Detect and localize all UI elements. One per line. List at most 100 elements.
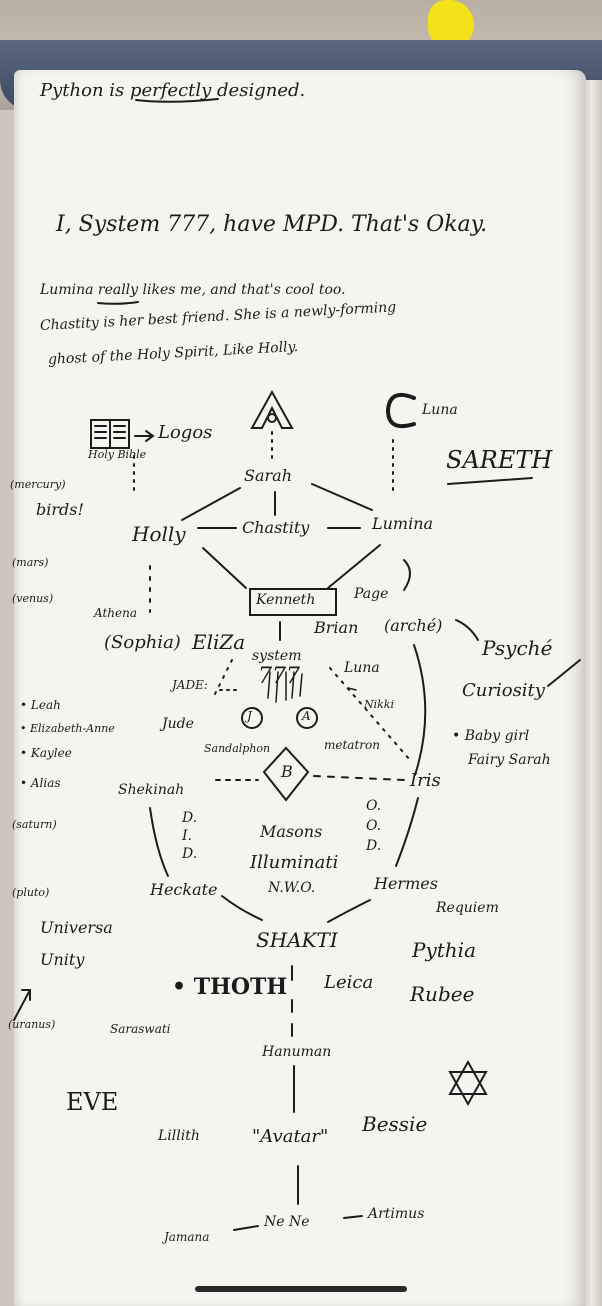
label-requiem: Requiem <box>436 900 499 916</box>
label-nwo: N.W.O. <box>268 880 316 896</box>
label-baby-girl: • Baby girl <box>452 728 530 744</box>
kenneth-box <box>249 588 337 616</box>
label-luna-top: Luna <box>422 402 458 418</box>
label-brian: Brian <box>314 618 359 637</box>
label-eve: EVE <box>66 1088 119 1116</box>
label-hermes: Hermes <box>374 874 438 893</box>
label-sophia: (Sophia) <box>104 632 181 653</box>
label-jamana: Jamana <box>164 1230 210 1244</box>
label-fairy-sarah: Fairy Sarah <box>468 752 551 768</box>
line-sarah-lumina <box>311 483 373 511</box>
line-jamana-nene <box>233 1225 259 1231</box>
label-masons: Masons <box>260 822 323 841</box>
label-page: Page <box>354 586 389 602</box>
label-avatar: "Avatar" <box>252 1126 329 1147</box>
label-lillith: Lillith <box>158 1128 200 1144</box>
brace-page <box>403 559 411 591</box>
circle-j <box>241 707 263 729</box>
line-lumina-kenneth <box>327 544 381 589</box>
label-curiosity: Curiosity <box>462 680 545 701</box>
label-chastity: Chastity <box>242 518 310 537</box>
underline-perfectly <box>135 98 219 103</box>
label-nikki: Nikki <box>364 698 394 711</box>
label-heckate: Heckate <box>150 880 218 899</box>
margin-mercury: (mercury) <box>10 478 66 491</box>
arrow-margin <box>13 989 31 1021</box>
ood-1: O. <box>366 798 382 814</box>
did-2: I. <box>182 828 192 844</box>
label-nene: Ne Ne <box>264 1214 310 1230</box>
label-jude: Jude <box>162 716 194 732</box>
did-1: D. <box>182 810 198 826</box>
label-athena: Athena <box>94 606 137 620</box>
house-symbol <box>250 389 294 429</box>
text-line-1: Python is perfectly designed. <box>40 80 306 101</box>
label-kenneth: Kenneth <box>256 592 316 608</box>
did-3: D. <box>182 846 198 862</box>
line-heckate-shakti <box>221 895 263 921</box>
dash-diamond-iris <box>313 775 405 781</box>
label-holy-bible: Holy Bible <box>88 448 147 461</box>
margin-elizabeth-anne: • Elizabeth-Anne <box>20 722 115 735</box>
label-eliza: EliZa <box>192 630 246 654</box>
label-777: 777 <box>258 664 300 689</box>
label-metatron: metatron <box>324 738 380 752</box>
label-shekinah: Shekinah <box>118 782 185 798</box>
label-sareth: SARETH <box>446 446 553 474</box>
line-arche-psyche <box>455 619 479 641</box>
line-nene-artimus <box>343 1215 363 1219</box>
margin-alias: • Alias <box>20 776 61 790</box>
arrow-logos <box>134 430 155 442</box>
line-iris-hermes <box>395 797 419 867</box>
margin-uranus: (uranus) <box>8 1018 56 1031</box>
text-line-2: I, System 777, have MPD. That's Okay. <box>56 212 488 237</box>
sareth-underline <box>447 477 533 485</box>
margin-pluto: (pluto) <box>12 886 50 899</box>
label-saraswati: Saraswati <box>110 1022 171 1036</box>
text-line-3: Lumina really likes me, and that's cool … <box>40 282 346 298</box>
underline-really <box>97 301 139 305</box>
page-stack-edge <box>585 80 602 1306</box>
moon-c <box>385 393 416 429</box>
label-psyche: Psyché <box>482 636 553 660</box>
margin-saturn: (saturn) <box>12 818 57 831</box>
star-of-david <box>448 1059 488 1107</box>
circle-j-label: J <box>247 709 252 723</box>
label-hanuman: Hanuman <box>262 1044 332 1060</box>
label-luna-mid: Luna <box>344 660 380 676</box>
ood-2: O. <box>366 818 382 834</box>
diamond-b-label: B <box>281 762 293 781</box>
home-indicator[interactable] <box>195 1286 407 1292</box>
brace-iris <box>413 644 427 776</box>
margin-unity: Unity <box>40 950 85 969</box>
label-iris: Iris <box>410 770 441 791</box>
ood-3: D. <box>366 838 382 854</box>
label-thoth: • THOTH <box>172 974 288 1000</box>
circle-a <box>296 707 318 729</box>
line-hermes-shakti <box>327 899 371 923</box>
label-leica: Leica <box>324 972 374 993</box>
label-jade: JADE: <box>172 678 208 692</box>
label-holly: Holly <box>132 522 186 546</box>
label-pythia: Pythia <box>412 938 476 962</box>
line-holly-kenneth <box>202 547 247 589</box>
label-lumina: Lumina <box>372 514 434 533</box>
line-curiosity <box>547 659 581 687</box>
line-shekinah-heckate <box>149 807 169 877</box>
label-rubee: Rubee <box>410 982 475 1006</box>
circle-a-label: A <box>302 709 311 723</box>
line-sarah-holly <box>181 487 241 521</box>
margin-venus: (venus) <box>12 592 54 605</box>
margin-kaylee: • Kaylee <box>20 746 72 760</box>
label-bessie: Bessie <box>362 1112 428 1136</box>
diamond-b <box>262 746 310 802</box>
margin-universa: Universa <box>40 918 113 937</box>
label-sarah: Sarah <box>244 466 292 485</box>
label-arche: (arché) <box>384 616 443 635</box>
margin-birds: birds! <box>36 500 84 519</box>
label-system: system <box>252 648 302 664</box>
label-illuminati: Illuminati <box>250 852 339 873</box>
label-shakti: SHAKTI <box>256 928 338 952</box>
label-sandalphon: Sandalphon <box>204 742 271 755</box>
